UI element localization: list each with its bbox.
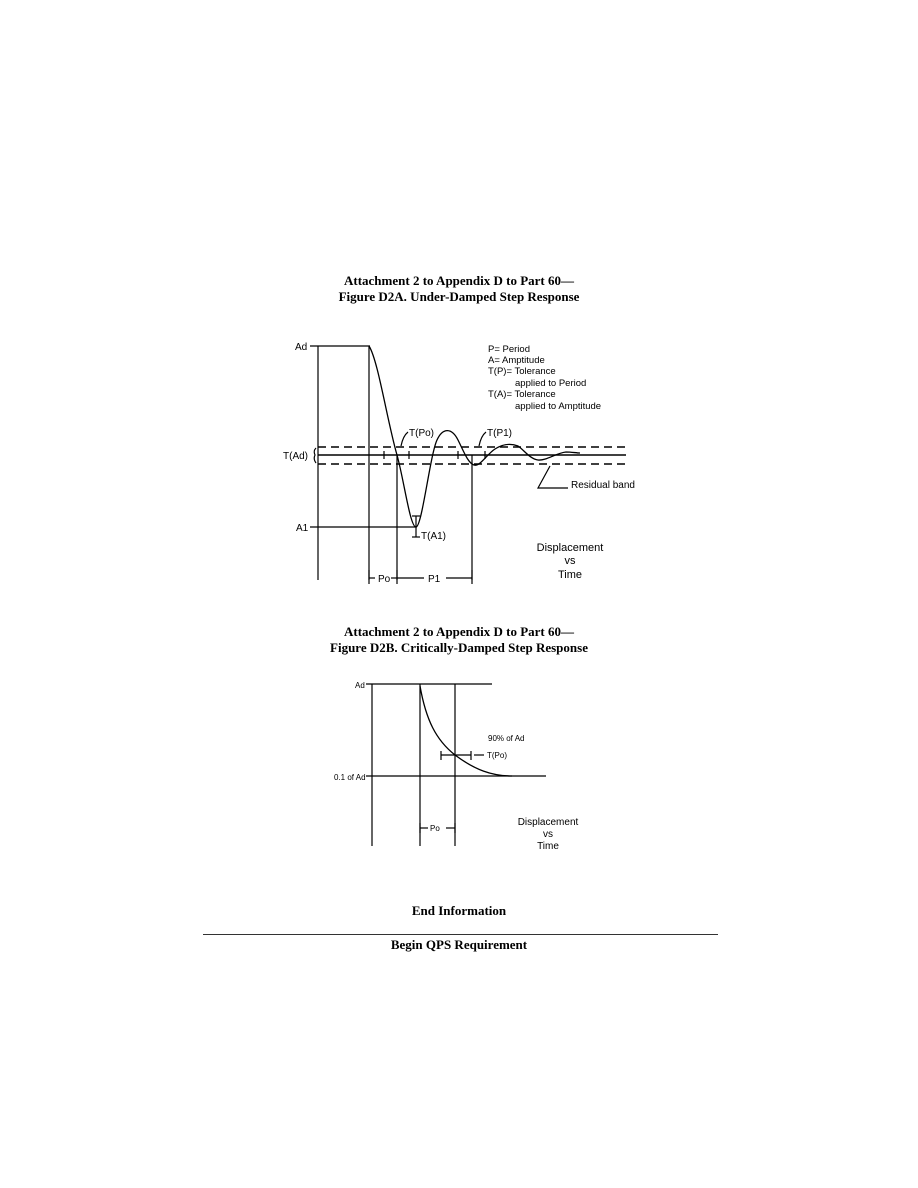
caption-line: vs (543, 829, 553, 840)
legend-line: T(P)= Tolerance (488, 366, 556, 377)
figure-a-tpo-leader (400, 431, 409, 447)
legend-line: applied to Period (515, 378, 586, 389)
section-divider (203, 934, 718, 935)
figure-a-ta1-label: T(A1) (421, 531, 446, 542)
figure-a-a1-label: A1 (296, 523, 309, 534)
figure-a-tad-bracket (313, 447, 317, 464)
begin-qps-requirement: Begin QPS Requirement (390, 937, 528, 952)
legend-line: T(A)= Tolerance (488, 389, 556, 400)
figure-b-caption: Displacement vs Time (518, 817, 579, 852)
figure-b-response-curve (419, 685, 513, 777)
figure-a-residual-leader (536, 465, 568, 489)
figure-a-tp1-label: T(P1) (487, 428, 512, 439)
figure-a-legend: P= Period A= Amptitude T(P)= Tolerance a… (488, 344, 601, 412)
figure-b-title-line1: Attachment 2 to Appendix D to Part 60— (343, 624, 574, 639)
figure-b-ninety-label: 90% of Ad (488, 734, 524, 743)
figure-b-po-label: Po (430, 824, 440, 833)
figure-a-title-line2: Figure D2A. Under-Damped Step Response (338, 289, 580, 304)
figure-b-title: Attachment 2 to Appendix D to Part 60— F… (0, 624, 918, 656)
caption-line: Displacement (518, 817, 579, 828)
caption-line: Time (537, 841, 559, 852)
figure-a-residual-label: Residual band (571, 480, 635, 491)
caption-line: Displacement (537, 542, 604, 554)
end-information: End Information (411, 903, 507, 918)
figure-a-response-curve (368, 345, 581, 528)
figure-a-tp1-leader (478, 431, 487, 447)
figure-b-ad-label: Ad (355, 681, 365, 690)
figure-b-tpo-label: T(Po) (487, 751, 507, 760)
legend-line: applied to Amptitude (515, 401, 601, 412)
figure-a-p1-label: P1 (428, 574, 441, 585)
figure-a-ad-label: Ad (295, 342, 307, 353)
figure-a-caption: Displacement vs Time (537, 542, 604, 581)
figure-a-title-line1: Attachment 2 to Appendix D to Part 60— (343, 273, 574, 288)
figure-b-title-line2: Figure D2B. Critically-Damped Step Respo… (330, 640, 588, 655)
figure-b-tenth-label: 0.1 of Ad (334, 773, 366, 782)
figure-a-title: Attachment 2 to Appendix D to Part 60— F… (0, 273, 918, 305)
figure-a-tad-label: T(Ad) (283, 451, 308, 462)
legend-line: A= Amptitude (488, 355, 545, 366)
figure-a-tpo-label: T(Po) (409, 428, 434, 439)
figure-a-po-label: Po (378, 574, 391, 585)
legend-line: P= Period (488, 344, 530, 355)
caption-line: vs (565, 555, 577, 567)
caption-line: Time (558, 569, 582, 581)
